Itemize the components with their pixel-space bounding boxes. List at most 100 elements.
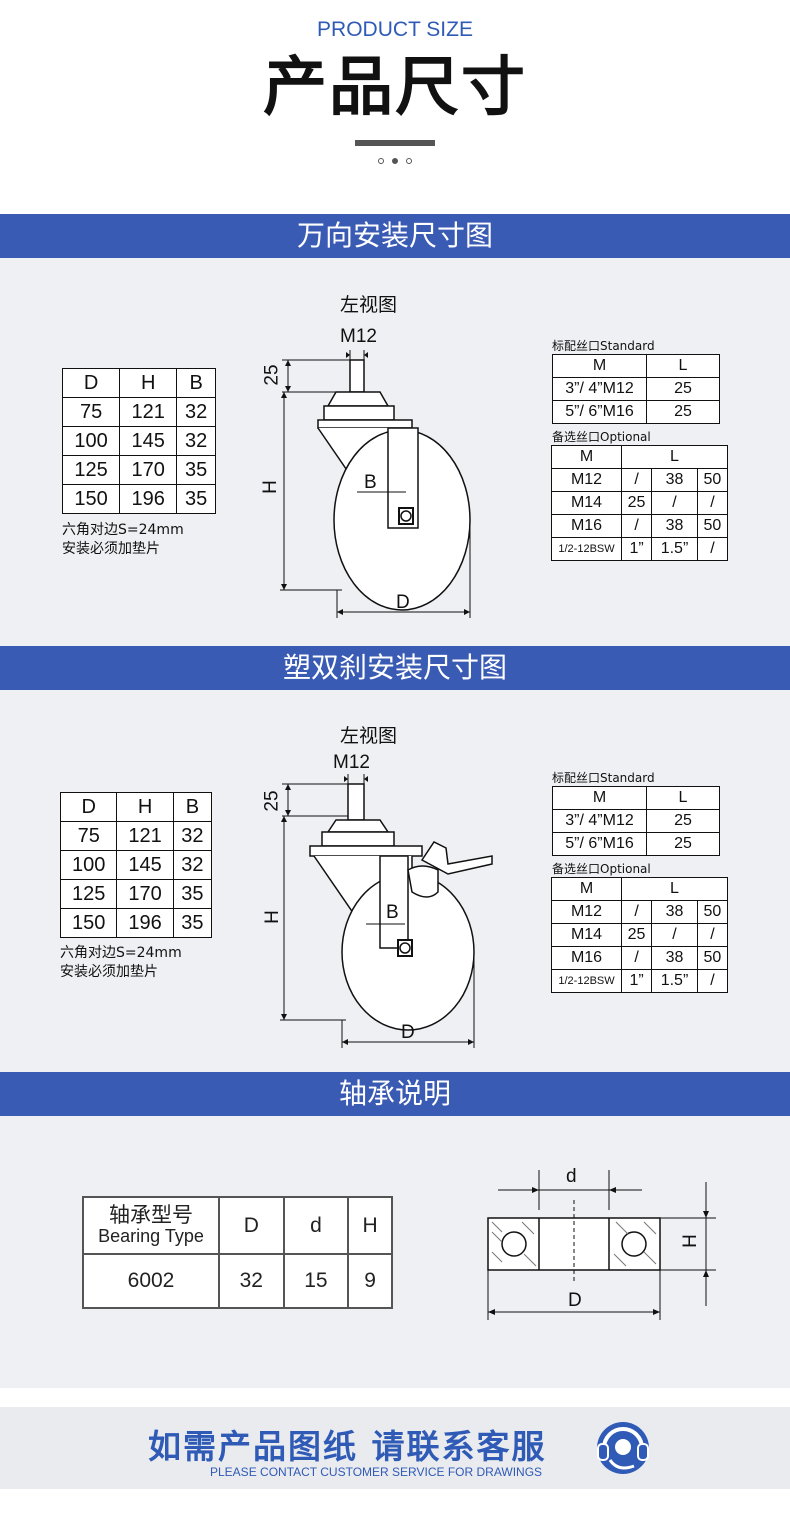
dim-b: B	[386, 902, 399, 923]
cell: 38	[651, 468, 698, 492]
cell: 1/2-12BSW	[551, 969, 622, 993]
cell: 25	[646, 377, 720, 401]
cell: /	[696, 537, 729, 561]
th-d-outer: D	[218, 1196, 285, 1255]
cell: 25	[646, 809, 720, 833]
cell: 150	[59, 908, 118, 938]
cell: 5”/ 6”M16	[552, 400, 647, 424]
cell: 38	[651, 900, 698, 924]
diagram-label-h: H	[679, 1234, 701, 1248]
cell: 145	[116, 850, 174, 880]
th-m: M	[552, 786, 647, 810]
cell: 150	[61, 484, 121, 514]
hex-note: 六角对边S=24mm	[60, 945, 182, 961]
bearing-section-drawing	[487, 1170, 716, 1320]
th-d: D	[59, 792, 118, 822]
thread-label: M12	[340, 326, 377, 347]
cell: 32	[176, 426, 216, 456]
diagram-label-d-inner: d	[566, 1166, 577, 1187]
cell: 25	[646, 400, 720, 424]
header-underline	[355, 140, 435, 146]
th-bearing-type: 轴承型号 Bearing Type	[82, 1196, 220, 1255]
header-dots	[378, 156, 412, 166]
contact-title-en: PLEASE CONTACT CUSTOMER SERVICE FOR DRAW…	[210, 1465, 543, 1479]
standard-title: 标配丝口Standard	[552, 339, 655, 353]
washer-note: 安装必须加垫片	[60, 964, 158, 980]
cell: 145	[119, 426, 178, 456]
cell: 50	[696, 514, 729, 538]
dim-d: D	[396, 592, 410, 613]
th-m: M	[552, 354, 647, 378]
cell: 32	[172, 850, 213, 880]
cell-h: 9	[347, 1253, 393, 1309]
dim-h: H	[261, 910, 283, 924]
cell: 35	[176, 455, 216, 485]
cell: 1.5”	[651, 537, 698, 561]
bearing-table: 轴承型号 Bearing Type D d H 6002 32 15 9	[82, 1196, 393, 1309]
th-bearing-type-en: Bearing Type	[98, 1225, 204, 1246]
dot	[378, 158, 384, 164]
th-b: B	[172, 792, 213, 822]
cell: 170	[116, 879, 174, 909]
th-d: D	[61, 368, 121, 398]
cell: 100	[59, 850, 118, 880]
standard-title: 标配丝口Standard	[552, 771, 655, 785]
cell: /	[696, 491, 729, 515]
hex-note: 六角对边S=24mm	[62, 522, 184, 538]
cell: 32	[172, 821, 213, 851]
th-l: L	[646, 354, 720, 378]
cell: 100	[61, 426, 121, 456]
cell: 35	[176, 484, 216, 514]
cell: 125	[59, 879, 118, 909]
cell: 1”	[620, 537, 653, 561]
cell: M16	[551, 514, 622, 538]
th-d-inner: d	[282, 1196, 350, 1255]
th-m: M	[551, 877, 622, 901]
cell: M14	[551, 491, 622, 515]
contact-banner	[0, 1407, 790, 1489]
cell: /	[620, 514, 653, 538]
view-label: 左视图	[340, 725, 398, 747]
washer-note: 安装必须加垫片	[62, 541, 160, 557]
thread-label: M12	[333, 752, 370, 773]
cell: /	[620, 946, 653, 970]
cell: 25	[646, 832, 720, 856]
cell: 75	[61, 397, 121, 427]
cell: /	[696, 923, 729, 947]
cell-d-inner: 15	[282, 1253, 350, 1309]
cell: 1.5”	[651, 969, 698, 993]
cell: M14	[551, 923, 622, 947]
cell: /	[620, 468, 653, 492]
cell: 50	[696, 946, 729, 970]
th-h: H	[347, 1196, 393, 1255]
cell: 1/2-12BSW	[551, 537, 622, 561]
cell: 121	[116, 821, 174, 851]
cell: /	[651, 923, 698, 947]
cell: 5”/ 6”M16	[552, 832, 647, 856]
section-band-brake: 塑双刹安装尺寸图	[0, 646, 790, 690]
section-band-bearing: 轴承说明	[0, 1072, 790, 1116]
th-l: L	[621, 445, 728, 469]
cell: /	[696, 969, 729, 993]
th-l: L	[646, 786, 720, 810]
cell-type: 6002	[82, 1253, 220, 1309]
header-title-en: PRODUCT SIZE	[317, 18, 473, 41]
cell: 50	[696, 468, 729, 492]
cell: 25	[620, 491, 653, 515]
swivel-caster-drawing	[280, 350, 471, 618]
cell: M16	[551, 946, 622, 970]
cell: 38	[651, 946, 698, 970]
cell: 196	[116, 908, 174, 938]
cell: 50	[696, 900, 729, 924]
dim-d: D	[401, 1022, 415, 1043]
cell: 170	[119, 455, 178, 485]
cell: 32	[176, 397, 216, 427]
th-bearing-type-cn: 轴承型号	[109, 1203, 193, 1227]
dim-h: H	[259, 480, 281, 494]
th-l: L	[621, 877, 728, 901]
